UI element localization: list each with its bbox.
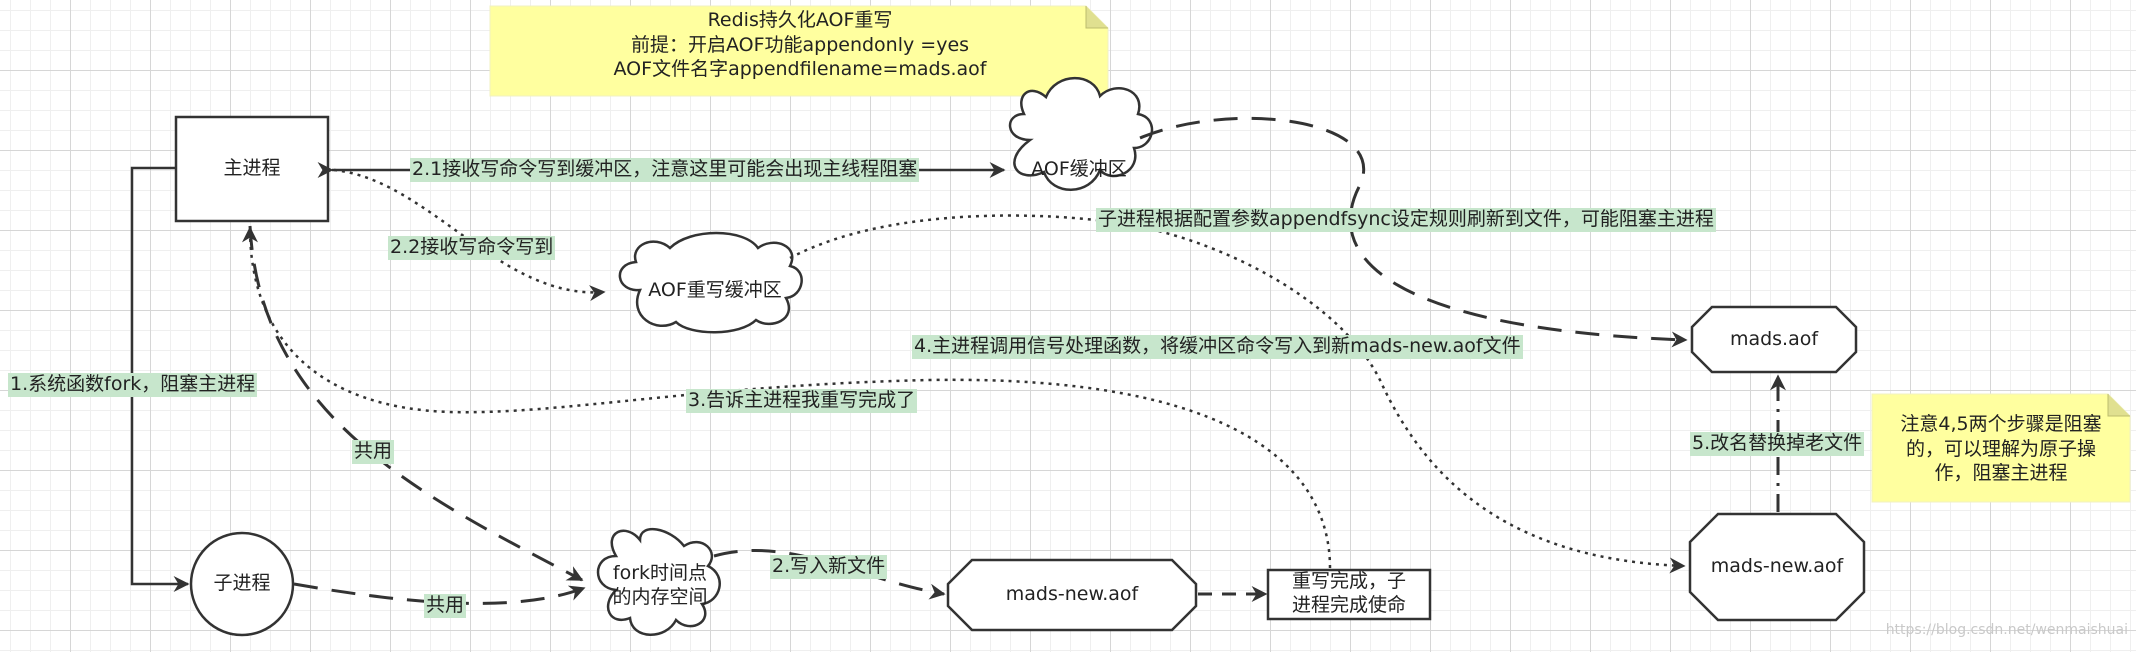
note-right-line3: 作，阻塞主进程 — [1934, 462, 2068, 485]
edge-step-3 — [242, 226, 1332, 569]
edge-label-step-2-2: 2.2接收写命令写到 — [388, 236, 556, 260]
edge-label-child-fsync: 子进程根据配置参数appendfsync设定规则刷新到文件，可能阻塞主进程 — [1096, 208, 1716, 232]
rewrite-done-line2: 进程完成使命 — [1291, 593, 1406, 616]
edge-label-step-4: 4.主进程调用信号处理函数，将缓冲区命令写入到新mads-new.aof文件 — [912, 335, 1523, 359]
rewrite-done-line1: 重写完成，子 — [1291, 570, 1406, 592]
note-top-line1: Redis持久化AOF重写 — [707, 9, 893, 31]
mads-new-aof-right-label: mads-new.aof — [1710, 555, 1844, 577]
edge-label-step-3: 3.告诉主进程我重写完成了 — [686, 389, 918, 413]
child-process-label: 子进程 — [213, 572, 271, 594]
edge-label-step-5: 5.改名替换掉老文件 — [1690, 432, 1865, 456]
edge-child-fsync — [1139, 116, 1688, 348]
edge-step-2-write — [713, 549, 946, 600]
edge-label-step-2-write: 2.写入新文件 — [770, 555, 888, 579]
note-right-line1: 注意4,5两个步骤是阻塞 — [1900, 413, 2102, 435]
note-top-line3: AOF文件名字appendfilename=mads.aof — [613, 58, 987, 81]
note-right-fold — [2107, 394, 2130, 417]
edge-label-step-1: 1.系统函数fork，阻塞主进程 — [8, 373, 258, 397]
mads-new-aof-mid-label: mads-new.aof — [1005, 583, 1139, 605]
fork-memory-line2: 的内存空间 — [612, 585, 708, 608]
note-top-line2: 前提：开启AOF功能appendonly =yes — [630, 33, 970, 56]
edge-step-2-2 — [333, 168, 606, 302]
rewrite-done-label: 重写完成，子 进程完成使命 — [1268, 570, 1430, 618]
mads-aof-shape[interactable] — [1690, 305, 1858, 374]
aof-rewrite-buffer-cloud[interactable] — [618, 231, 803, 334]
fork-memory-line1: fork时间点 — [612, 562, 708, 584]
watermark: https://blog.csdn.net/wenmaishuai — [1885, 622, 2128, 638]
aof-buffer-label: AOF缓冲区 — [1031, 158, 1127, 180]
edge-label-step-2-1: 2.1接收写命令写到缓冲区，注意这里可能会出现主线程阻塞 — [410, 158, 920, 182]
rewrite-done-box[interactable] — [1266, 568, 1432, 621]
edge-label-shared-upper: 共用 — [352, 440, 395, 464]
fork-memory-label: fork时间点 的内存空间 — [592, 562, 728, 610]
edge-shared-upper — [248, 225, 584, 582]
note-right-shape — [1871, 393, 2131, 503]
child-process-circle[interactable] — [189, 531, 295, 637]
mads-new-aof-right-shape[interactable] — [1688, 512, 1866, 622]
note-right-line2: 的，可以理解为原子操 — [1905, 437, 2096, 460]
edge-step-4 — [789, 214, 1686, 574]
aof-buffer-cloud[interactable] — [1008, 76, 1154, 191]
note-right-text: 注意4,5两个步骤是阻塞 的，可以理解为原子操 作，阻塞主进程 — [1878, 412, 2124, 486]
mads-aof-label: mads.aof — [1729, 328, 1819, 350]
edge-label-shared-lower: 共用 — [424, 594, 467, 618]
note-top-text: Redis持久化AOF重写 前提：开启AOF功能appendonly =yes … — [500, 8, 1100, 82]
note-top-fold — [1085, 6, 1108, 29]
note-top-shape — [489, 5, 1109, 97]
mads-new-aof-mid-shape[interactable] — [946, 558, 1198, 632]
aof-rewrite-buffer-label: AOF重写缓冲区 — [648, 279, 782, 301]
main-process-label: 主进程 — [223, 157, 281, 179]
fork-memory-cloud[interactable] — [596, 527, 721, 636]
